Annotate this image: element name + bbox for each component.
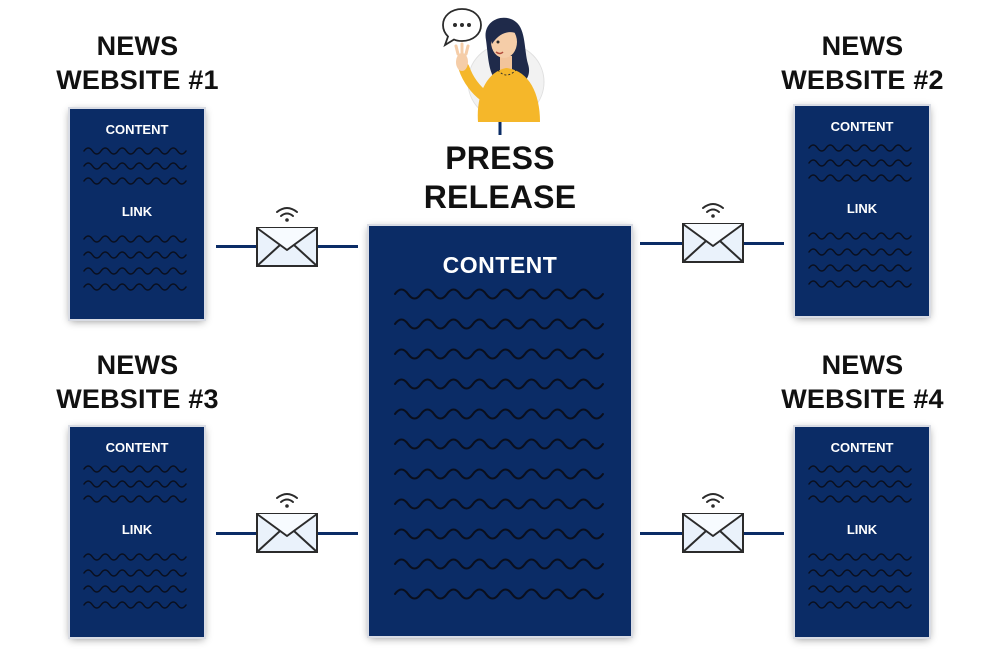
- text-line: [394, 318, 604, 330]
- news-website-2-text-lines: [808, 144, 912, 182]
- text-line: [808, 601, 912, 609]
- text-line: [808, 495, 912, 503]
- text-line: [808, 174, 912, 182]
- text-line: [808, 585, 912, 593]
- connector-4-left: [640, 532, 682, 535]
- text-line: [808, 569, 912, 577]
- news-website-3-link-label: LINK: [121, 522, 153, 537]
- wifi-signal-icon: [702, 493, 724, 508]
- text-line: [808, 465, 912, 473]
- news-website-3-content-label: CONTENT: [105, 440, 169, 455]
- text-line: [808, 144, 912, 152]
- text-line: [394, 348, 604, 360]
- wifi-signal-icon: [276, 493, 298, 508]
- news-website-2-content-label: CONTENT: [830, 119, 894, 134]
- text-line: [83, 283, 187, 291]
- text-line: [808, 232, 912, 240]
- wifi-signal-icon: [276, 207, 298, 222]
- text-line: [83, 251, 187, 259]
- text-line: [83, 267, 187, 275]
- speech-bubble-icon: [442, 8, 482, 48]
- news-website-3-title: NEWS WEBSITE #3: [56, 350, 219, 414]
- connector-3-right: [318, 532, 358, 535]
- text-line: [394, 288, 604, 300]
- envelope-icon: [256, 493, 318, 553]
- news-website-2-link-lines: [808, 232, 912, 288]
- text-line: [808, 159, 912, 167]
- news-website-1-document: CONTENT LINK: [70, 109, 204, 319]
- connector-4-right: [744, 532, 784, 535]
- news-website-4-text-lines: [808, 465, 912, 503]
- news-website-1-content-label: CONTENT: [105, 122, 169, 137]
- news-website-4-link-lines: [808, 553, 912, 609]
- text-line: [394, 408, 604, 420]
- envelope-icon: [682, 493, 744, 553]
- news-website-1-text-lines: [83, 147, 187, 185]
- press-release-document: CONTENT: [369, 226, 631, 636]
- text-line: [808, 248, 912, 256]
- text-line: [808, 280, 912, 288]
- news-website-4-document: CONTENT LINK: [795, 427, 929, 637]
- news-website-1-link-label: LINK: [121, 204, 153, 219]
- text-line: [394, 438, 604, 450]
- press-release-text-lines: [394, 288, 604, 600]
- text-line: [83, 147, 187, 155]
- text-line: [394, 558, 604, 570]
- press-release-heading: PRESS RELEASE: [423, 140, 577, 215]
- press-release-content-label: CONTENT: [442, 252, 558, 278]
- news-website-4-content-label: CONTENT: [830, 440, 894, 455]
- connector-3-left: [216, 532, 256, 535]
- text-line: [394, 528, 604, 540]
- connector-1-right: [318, 245, 358, 248]
- text-line: [808, 480, 912, 488]
- news-website-2-title: NEWS WEBSITE #2: [781, 31, 944, 95]
- text-line: [83, 177, 187, 185]
- text-line: [83, 235, 187, 243]
- news-website-1-link-lines: [83, 235, 187, 291]
- news-website-3-text-lines: [83, 465, 187, 503]
- text-line: [394, 468, 604, 480]
- news-website-3-link-lines: [83, 553, 187, 609]
- text-line: [808, 264, 912, 272]
- text-line: [83, 495, 187, 503]
- text-line: [83, 601, 187, 609]
- text-line: [394, 498, 604, 510]
- connector-1-left: [216, 245, 256, 248]
- text-line: [83, 553, 187, 561]
- text-line: [83, 162, 187, 170]
- connector-2-left: [640, 242, 682, 245]
- waving-woman-illustration: [454, 17, 545, 135]
- news-website-4-title: NEWS WEBSITE #4: [781, 350, 944, 414]
- text-line: [83, 585, 187, 593]
- news-website-1-title: NEWS WEBSITE #1: [56, 31, 219, 95]
- news-website-3-document: CONTENT LINK: [70, 427, 204, 637]
- news-website-4-link-label: LINK: [846, 522, 878, 537]
- text-line: [83, 569, 187, 577]
- text-line: [83, 465, 187, 473]
- text-line: [808, 553, 912, 561]
- wifi-signal-icon: [702, 203, 724, 218]
- envelope-icon: [256, 207, 318, 267]
- news-website-2-link-label: LINK: [846, 201, 878, 216]
- envelope-icon: [682, 203, 744, 263]
- news-website-2-document: CONTENT LINK: [795, 106, 929, 316]
- text-line: [394, 378, 604, 390]
- text-line: [394, 588, 604, 600]
- text-line: [83, 480, 187, 488]
- connector-2-right: [744, 242, 784, 245]
